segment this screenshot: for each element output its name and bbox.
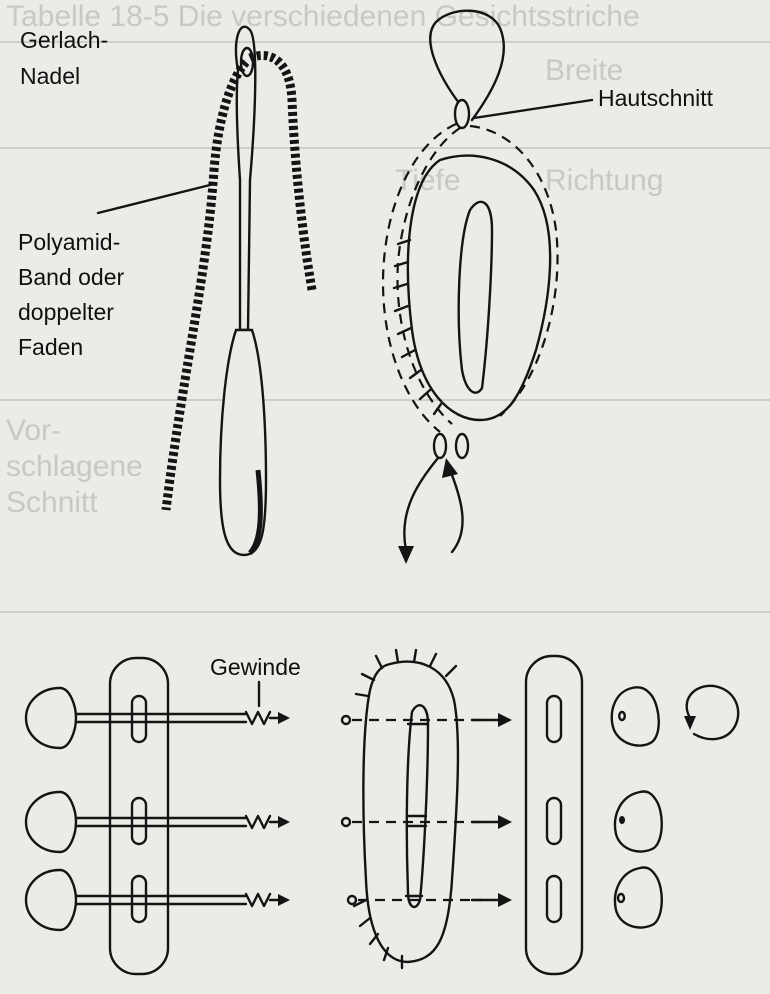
button-loop [685,684,740,741]
arrow-head-2 [498,815,512,829]
button-disc-3-hole [616,892,626,904]
needle-shaft [234,25,257,332]
label-needle-line2: Nadel [20,63,80,89]
bleed-text-5: schlagene [6,450,143,483]
arrow-left-head [398,546,414,564]
wound-loop-figure [382,9,594,564]
skin-cut-bottom-right [454,432,470,460]
label-skin-cut: Hautschnitt [598,85,714,111]
screw-2 [24,790,290,854]
skin-cut-bottom-left [432,432,448,460]
slotted-bar-figure [524,654,584,976]
label-tape-line3: doppelter [18,299,114,325]
gerlach-needle-figure [96,25,317,557]
bar-slot-3 [545,874,563,924]
skin-cut-leader-line [472,98,594,120]
needle-handle-shadow [248,469,263,555]
plate-slot-2 [130,796,148,846]
arrow-head-1 [498,713,512,727]
subcutaneous-suture-right [469,124,559,417]
label-needle-line1: Gerlach- [20,27,108,53]
screw-plate-figure [24,656,290,976]
label-tape-line1: Polyamid- [18,229,120,255]
button-disc-2-hole [619,816,625,824]
wound2-hair-marks [352,648,458,970]
screw-1 [24,686,290,750]
screw-3 [24,868,290,932]
label-thread: Gewinde [210,654,301,680]
label-tape-line2: Band oder [18,264,124,290]
label-tape-line4: Faden [18,334,83,360]
background-bleed-through: Tabelle 18-5 Die verschiedenen Gesichtss… [0,0,770,613]
button-disc-1 [610,686,660,747]
button-discs-figure [610,684,740,929]
arrow-right-curve [448,468,464,554]
arrow-head-3 [498,893,512,907]
button-disc-3 [613,866,663,929]
entry-point-3 [346,894,358,906]
tape-strand-right [248,50,317,291]
bleed-text-2: Tiefe [395,164,461,197]
arrow-left-curve [403,456,440,552]
button-disc-1-hole [618,710,627,722]
screw-plate [108,656,170,976]
bar-slot-2 [545,796,563,846]
bar-slot-1 [545,694,563,744]
wound-sutures-figure [340,648,512,970]
suture-loop [429,9,505,122]
entry-point-1 [340,714,352,726]
subcutaneous-suture-left-inner [396,127,461,425]
button-disc-2 [613,790,663,853]
bleed-text-4: Vor- [6,414,61,447]
bleed-text-1: Breite [545,54,623,87]
button-loop-arrow [684,716,696,730]
wound-hair-marks [392,238,443,416]
bleed-text-6: Schnitt [6,486,98,519]
wound-incision [457,200,494,394]
tape-strand-left [161,59,250,511]
arrow-right-head [442,458,458,478]
plate-slot-1 [130,694,148,744]
bleed-text-3: Richtung [545,164,663,197]
skin-cut-top [453,98,471,130]
plate-slot-3 [130,874,148,924]
subcutaneous-suture-left [382,122,457,433]
needle-handle [218,328,268,557]
wound2-outline [362,660,460,964]
entry-point-2 [340,816,352,828]
wound2-incision [405,704,430,909]
bleed-text-title: Tabelle 18-5 Die verschiedenen Gesichtss… [6,0,640,33]
slotted-bar [524,654,584,976]
tape-leader-line [96,182,216,215]
